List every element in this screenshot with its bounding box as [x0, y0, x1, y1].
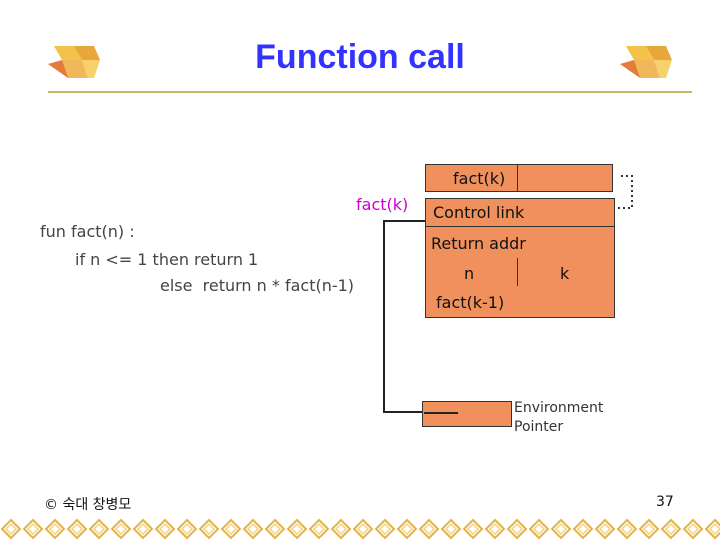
- environment-pointer-label-1: Environment: [514, 400, 603, 416]
- page-number: 37: [656, 494, 674, 510]
- decorative-border: [0, 518, 720, 540]
- environment-pointer-label-2: Pointer: [514, 419, 563, 435]
- copyright: © 숙대 창병모: [44, 494, 131, 514]
- environment-pointer-box: [422, 401, 512, 427]
- control-link-arrow: [618, 176, 632, 208]
- environment-pointer-line: [384, 221, 425, 412]
- environment-pointer-mark: [424, 412, 458, 414]
